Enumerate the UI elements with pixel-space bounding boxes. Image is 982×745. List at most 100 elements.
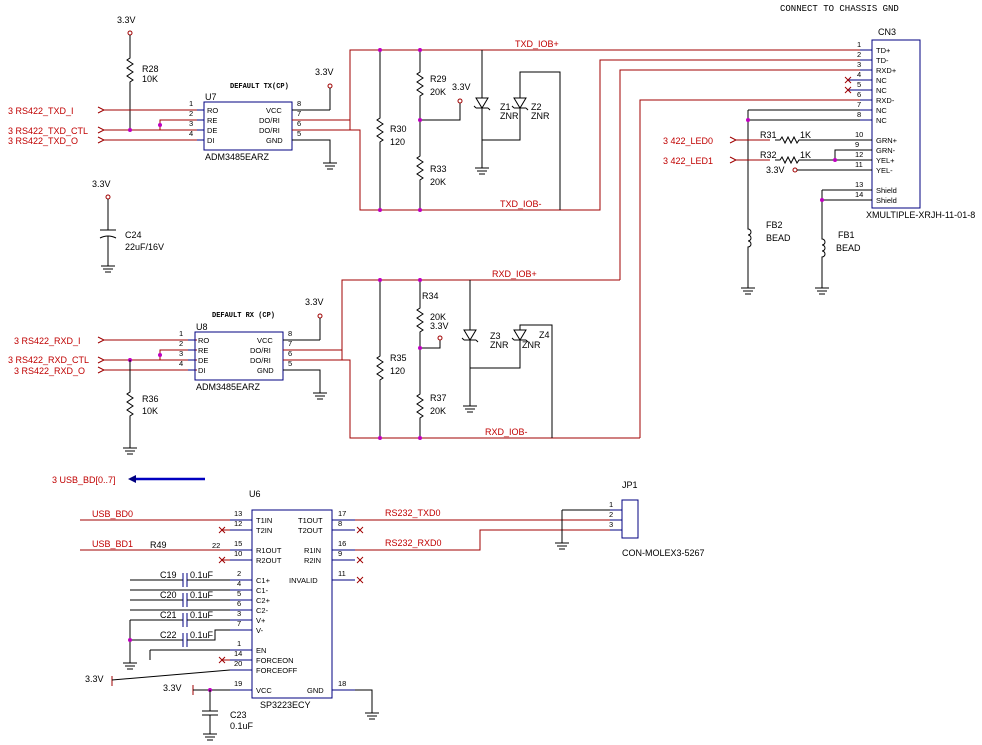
svg-text:0.1uF: 0.1uF [190, 630, 214, 640]
svg-text:6: 6 [297, 119, 301, 128]
svg-text:10K: 10K [142, 406, 158, 416]
svg-text:DO/RI: DO/RI [250, 346, 271, 355]
svg-text:ADM3485EARZ: ADM3485EARZ [205, 152, 270, 162]
svg-text:1: 1 [237, 639, 241, 648]
svg-text:16: 16 [338, 539, 346, 548]
port-rs422-txd-o[interactable]: 3 RS422_TXD_O [8, 136, 197, 146]
svg-text:3: 3 [857, 60, 861, 69]
svg-text:FORCEOFF: FORCEOFF [256, 666, 298, 675]
r35: R35 120 [376, 349, 407, 387]
svg-text:3 RS422_RXD_I: 3 RS422_RXD_I [14, 336, 81, 346]
svg-text:3: 3 [189, 119, 193, 128]
port-422-led0[interactable]: 3 422_LED0 [663, 136, 770, 146]
svg-text:3 RS422_TXD_CTL: 3 RS422_TXD_CTL [8, 126, 88, 136]
svg-text:TD-: TD- [876, 56, 889, 65]
fb1: FB1 BEAD [814, 189, 872, 295]
c20: C20 0.1uF [130, 590, 230, 607]
svg-text:VCC: VCC [257, 336, 273, 345]
svg-text:5: 5 [857, 80, 861, 89]
svg-text:ADM3485EARZ: ADM3485EARZ [196, 382, 261, 392]
svg-text:R49: R49 [150, 540, 167, 550]
svg-text:2: 2 [237, 569, 241, 578]
svg-text:3.3V: 3.3V [117, 15, 136, 25]
svg-text:1: 1 [189, 99, 193, 108]
svg-text:ZNR: ZNR [531, 111, 550, 121]
svg-text:6: 6 [857, 90, 861, 99]
svg-text:NC: NC [876, 76, 887, 85]
svg-text:3 422_LED0: 3 422_LED0 [663, 136, 713, 146]
svg-text:R2IN: R2IN [304, 556, 321, 565]
svg-text:20: 20 [234, 659, 242, 668]
svg-text:5: 5 [288, 359, 292, 368]
svg-text:Shield: Shield [876, 196, 897, 205]
svg-text:NC: NC [876, 116, 887, 125]
svg-text:7: 7 [297, 109, 301, 118]
svg-text:R31: R31 [760, 130, 777, 140]
svg-text:1: 1 [609, 500, 613, 509]
svg-text:CON-MOLEX3-5267: CON-MOLEX3-5267 [622, 548, 705, 558]
svg-text:YEL-: YEL- [876, 166, 893, 175]
svg-text:RE: RE [207, 116, 217, 125]
svg-text:DO/RI: DO/RI [259, 126, 280, 135]
svg-text:20K: 20K [430, 87, 446, 97]
svg-text:BEAD: BEAD [836, 243, 861, 253]
svg-text:3.3V: 3.3V [85, 674, 104, 684]
r32: R32 1K [760, 149, 872, 164]
svg-text:VCC: VCC [256, 686, 272, 695]
svg-text:U8: U8 [196, 322, 208, 332]
svg-text:2: 2 [189, 109, 193, 118]
r34: R34 20K [416, 291, 446, 339]
svg-text:3: 3 [237, 609, 241, 618]
svg-text:DEFAULT RX (CP): DEFAULT RX (CP) [212, 312, 275, 320]
svg-text:R28: R28 [142, 64, 159, 74]
svg-text:3.3V: 3.3V [430, 321, 449, 331]
svg-text:10: 10 [234, 549, 242, 558]
svg-text:22: 22 [212, 541, 220, 550]
port-422-led1[interactable]: 3 422_LED1 [663, 156, 770, 166]
svg-text:CN3: CN3 [878, 27, 896, 37]
svg-text:DI: DI [198, 366, 206, 375]
svg-text:C22: C22 [160, 630, 177, 640]
svg-text:DEFAULT TX(CP): DEFAULT TX(CP) [230, 83, 289, 91]
svg-text:0.1uF: 0.1uF [190, 610, 214, 620]
svg-text:14: 14 [855, 190, 863, 199]
svg-text:3.3V: 3.3V [163, 683, 182, 693]
svg-text:INVALID: INVALID [289, 576, 318, 585]
port-rs422-rxd-i[interactable]: 3 RS422_RXD_I [14, 336, 197, 346]
svg-text:9: 9 [855, 140, 859, 149]
net-rs232-rxd: RS232_RXD0 [385, 538, 442, 548]
svg-text:FB1: FB1 [838, 230, 855, 240]
svg-text:3 RS422_TXD_O: 3 RS422_TXD_O [8, 136, 78, 146]
port-rs422-txd-ctl[interactable]: 3 RS422_TXD_CTL [8, 126, 160, 136]
svg-text:5: 5 [237, 589, 241, 598]
port-rs422-rxd-ctl[interactable]: 3 RS422_RXD_CTL [8, 355, 160, 365]
r28: R28 10K [126, 51, 159, 89]
svg-text:JP1: JP1 [622, 480, 638, 490]
svg-text:10K: 10K [142, 74, 158, 84]
svg-text:3: 3 [609, 520, 613, 529]
svg-text:RXD+: RXD+ [876, 66, 897, 75]
svg-text:DI: DI [207, 136, 215, 145]
svg-text:ZNR: ZNR [490, 340, 509, 350]
svg-text:1: 1 [857, 40, 861, 49]
svg-text:C19: C19 [160, 570, 177, 580]
svg-text:8: 8 [297, 99, 301, 108]
net-rxd-p: RXD_IOB+ [492, 269, 537, 279]
svg-text:4: 4 [189, 129, 193, 138]
svg-text:0.1uF: 0.1uF [190, 570, 214, 580]
svg-text:6: 6 [288, 349, 292, 358]
svg-text:SP3223ECY: SP3223ECY [260, 700, 311, 710]
svg-text:ZNR: ZNR [522, 340, 541, 350]
port-rs422-rxd-o[interactable]: 3 RS422_RXD_O [14, 366, 197, 376]
port-rs422-txd-i[interactable]: 3 RS422_TXD_I [8, 106, 197, 116]
r49: R49 22 [150, 540, 220, 550]
svg-text:7: 7 [288, 339, 292, 348]
svg-text:GND: GND [257, 366, 274, 375]
port-usb-bd[interactable]: 3 USB_BD[0..7] [52, 475, 205, 485]
svg-text:8: 8 [857, 110, 861, 119]
r36: R36 10K [126, 385, 159, 423]
svg-text:3 RS422_RXD_O: 3 RS422_RXD_O [14, 366, 85, 376]
svg-text:R30: R30 [390, 124, 407, 134]
svg-text:NC: NC [876, 86, 887, 95]
svg-text:20K: 20K [430, 177, 446, 187]
